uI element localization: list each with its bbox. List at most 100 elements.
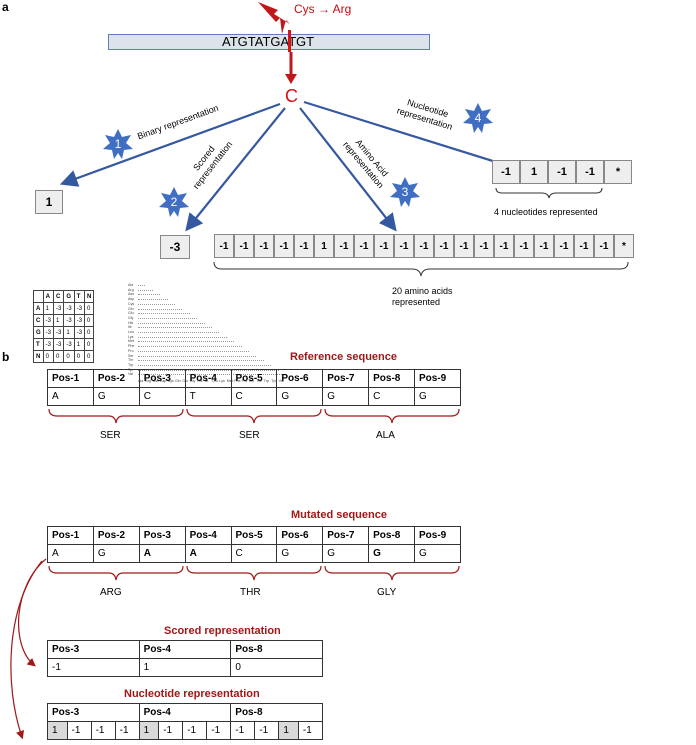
matrix-cell: 0 (84, 350, 95, 363)
base-cell: T (184, 387, 232, 406)
matrix-row-values (138, 322, 205, 325)
position-header: Pos-3 (138, 526, 186, 545)
matrix-cell: -3 (63, 302, 75, 315)
matrix-header: N (84, 290, 95, 303)
position-header: Pos-4 (184, 369, 232, 388)
matrix-row-label: Ser (128, 353, 134, 358)
base-cell: G (276, 387, 324, 406)
matrix-row-values (138, 289, 153, 292)
nucleotide-value-cell: 1 (138, 721, 160, 740)
matrix-header: A (42, 290, 55, 303)
base-cell: C (230, 387, 278, 406)
position-header: Pos-8 (368, 526, 415, 545)
nucleotide-value-cell: -1 (254, 721, 280, 740)
nucleotide-score-matrix: A C G T N A 1 -3 -3 -3 0 C -3 1 -3 -3 0 … (33, 290, 95, 363)
matrix-cell: 1 (42, 302, 55, 315)
amino-acid-note: 20 amino acids represented (392, 286, 453, 308)
matrix-row-values (138, 360, 264, 362)
score-cell: -1 (47, 658, 140, 677)
matrix-row-label: Gln (128, 306, 134, 311)
nucleotide-value-cell: -1 (158, 721, 184, 740)
star-badge-3: 3 (390, 177, 420, 207)
position-header: Pos-7 (322, 369, 370, 388)
nucleotide-note: 4 nucleotides represented (494, 207, 598, 217)
matrix-cell: -3 (42, 314, 55, 327)
nucleotide-value-cell: -1 (114, 721, 140, 740)
amino-acid-cell: -1 (234, 234, 254, 258)
svg-text:4: 4 (475, 111, 482, 125)
matrix-row-values (138, 327, 212, 329)
matrix-row-values (138, 350, 249, 353)
position-header: Pos-8 (230, 640, 323, 659)
matrix-cell: A (33, 302, 44, 315)
amino-acid-cell: -1 (414, 234, 434, 258)
amino-acid-cell: * (614, 234, 634, 258)
matrix-row-values (138, 332, 220, 334)
matrix-row-label: Asp (128, 297, 135, 302)
mutated-table: Pos-1 Pos-2 Pos-3 Pos-4 Pos-5 Pos-6 Pos-… (47, 526, 461, 563)
matrix-cell: C (33, 314, 44, 327)
matrix-header: T (73, 290, 86, 303)
matrix-cell: -3 (42, 326, 55, 339)
matrix-cell: -3 (52, 302, 65, 315)
matrix-cell: 0 (73, 350, 86, 363)
amino-acid-cell: -1 (294, 234, 314, 258)
reference-title: Reference sequence (290, 351, 397, 363)
position-header: Pos-1 (47, 369, 94, 388)
svg-text:2: 2 (171, 195, 178, 209)
nucleotide-title: Nucleotide representation (124, 688, 260, 700)
position-header: Pos-3 (138, 369, 186, 388)
panel-b-label: b (2, 350, 10, 364)
amino-acid-cell: -1 (474, 234, 494, 258)
lightning-icon (258, 2, 290, 34)
score-cell: 1 (138, 658, 232, 677)
matrix-row-values (138, 341, 235, 343)
matrix-row-label: Trp (128, 362, 134, 367)
matrix-cell: G (33, 326, 44, 339)
position-header: Pos-8 (368, 369, 415, 388)
nucleotide-value-cell: 1 (278, 721, 299, 740)
nucleotide-cell: -1 (548, 160, 576, 184)
amino-acid-cell: -1 (454, 234, 474, 258)
down-arrow (285, 52, 297, 84)
position-header: Pos-5 (230, 369, 278, 388)
nucleotide-cell: -1 (492, 160, 520, 184)
star-badge-1: 1 (103, 129, 133, 159)
matrix-row-label: Glu (128, 311, 134, 316)
matrix-row-label: Cys (128, 301, 135, 306)
base-cell: C (368, 387, 415, 406)
sequence-bar (108, 34, 430, 50)
star-badge-2: 2 (159, 187, 189, 217)
base-cell: G (276, 544, 324, 563)
reference-aa: SER (239, 430, 260, 441)
matrix-cell: -3 (52, 338, 65, 351)
amino-acid-cell: -1 (394, 234, 414, 258)
matrix-cell: 0 (42, 350, 55, 363)
mutated-aa: THR (240, 587, 261, 598)
mutated-codon-braces (48, 565, 460, 581)
base-cell: A (47, 387, 94, 406)
nucleotide-cell: -1 (576, 160, 604, 184)
mutation-label: Cys → Arg (294, 2, 352, 16)
scored-value-cell: -3 (160, 235, 190, 259)
amino-acid-cell: -1 (274, 234, 294, 258)
matrix-cell: 0 (84, 338, 95, 351)
nucleotide-value-cell: 1 (47, 721, 68, 740)
matrix-cell: -3 (52, 326, 65, 339)
position-header: Pos-3 (47, 640, 140, 659)
sequence-text: ATGTATGAT (222, 34, 297, 49)
amino-acid-cell: -1 (254, 234, 274, 258)
matrix-row-label: Ala (128, 283, 134, 287)
matrix-cell: -3 (73, 314, 86, 327)
scored-table: Pos-3 Pos-4 Pos-8 -1 1 0 (47, 640, 323, 677)
base-cell: A (47, 544, 94, 563)
matrix-row-values (138, 355, 257, 358)
mutated-base-cell: A (184, 544, 232, 563)
amino-acid-cell: -1 (554, 234, 574, 258)
scored-title: Scored representation (164, 625, 281, 637)
position-header: Pos-3 (47, 703, 140, 722)
panel-a-label: a (2, 0, 9, 14)
nucleotide-value-cell: -1 (230, 721, 256, 740)
position-header: Pos-6 (276, 369, 324, 388)
matrix-cell: -3 (63, 314, 75, 327)
